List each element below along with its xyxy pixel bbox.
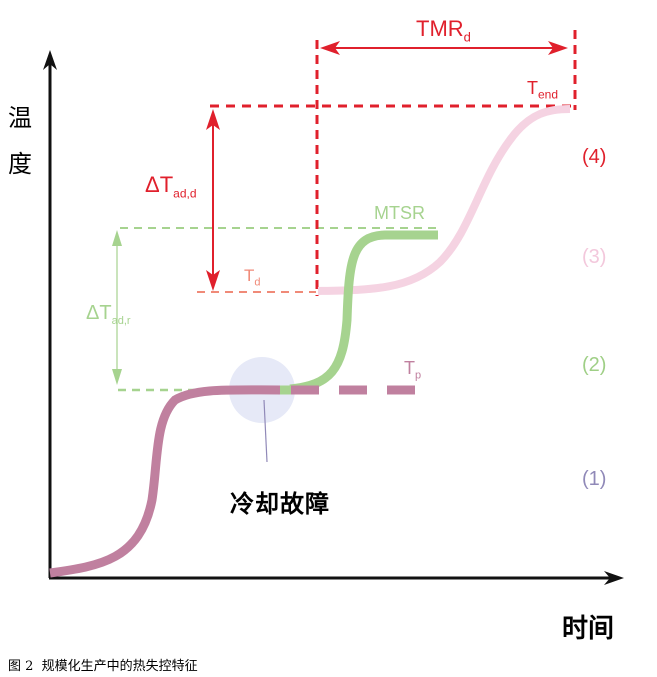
synthesis-runaway-curve: [289, 230, 438, 394]
dt-adr-arrow-down-icon: [112, 369, 122, 385]
tmr-text: TMR: [416, 16, 464, 41]
stage-1-label: (1): [582, 468, 607, 490]
cooling-failure-label: 冷却故障: [230, 489, 330, 518]
tp-text: T: [404, 358, 415, 378]
dt-add-subscript: ad,d: [173, 186, 197, 201]
tend-label: Tend: [527, 78, 558, 102]
td-label: Td: [244, 266, 261, 288]
x-axis-arrow-icon: [604, 571, 624, 585]
mtsr-label: MTSR: [374, 203, 425, 223]
dt-adr-arrow-up-icon: [112, 230, 122, 246]
x-axis-label: 时间: [562, 614, 615, 644]
tmr-subscript: d: [463, 29, 471, 45]
dt-adr-label: ΔTad,r: [86, 302, 131, 327]
tend-text: T: [527, 78, 538, 98]
dt-adr-subscript: ad,r: [111, 315, 131, 327]
dt-add-arrow-up-icon: [206, 109, 220, 130]
dt-add-text: ΔT: [145, 172, 174, 197]
td-subscript: d: [254, 276, 261, 289]
tmr-label: TMRd: [416, 16, 471, 44]
y-axis-arrow-icon: [43, 50, 57, 70]
dt-add-label: ΔTad,d: [145, 172, 197, 200]
tp-label: Tp: [404, 358, 421, 382]
td-text: T: [244, 266, 255, 285]
tp-subscript: p: [415, 369, 422, 382]
dt-add-arrow-down-icon: [206, 270, 220, 291]
stage-3-label: (3): [582, 246, 607, 268]
y-axis-label-1: 温: [8, 104, 32, 132]
dt-adr-text: ΔT: [86, 302, 112, 324]
figure-caption: 图 2 规模化生产中的热失控特征: [8, 659, 198, 674]
stage-4-label: (4): [582, 146, 607, 168]
y-axis-label-2: 度: [8, 150, 32, 178]
decomposition-curve: [317, 105, 571, 295]
stage-2-label: (2): [582, 354, 607, 376]
tend-subscript: end: [538, 87, 559, 102]
cooling-failure-pointer: [263, 399, 268, 463]
tmr-arrow-right-icon: [548, 41, 568, 55]
process-temperature-curve: [49, 385, 281, 578]
tmr-arrow-left-icon: [320, 41, 340, 55]
